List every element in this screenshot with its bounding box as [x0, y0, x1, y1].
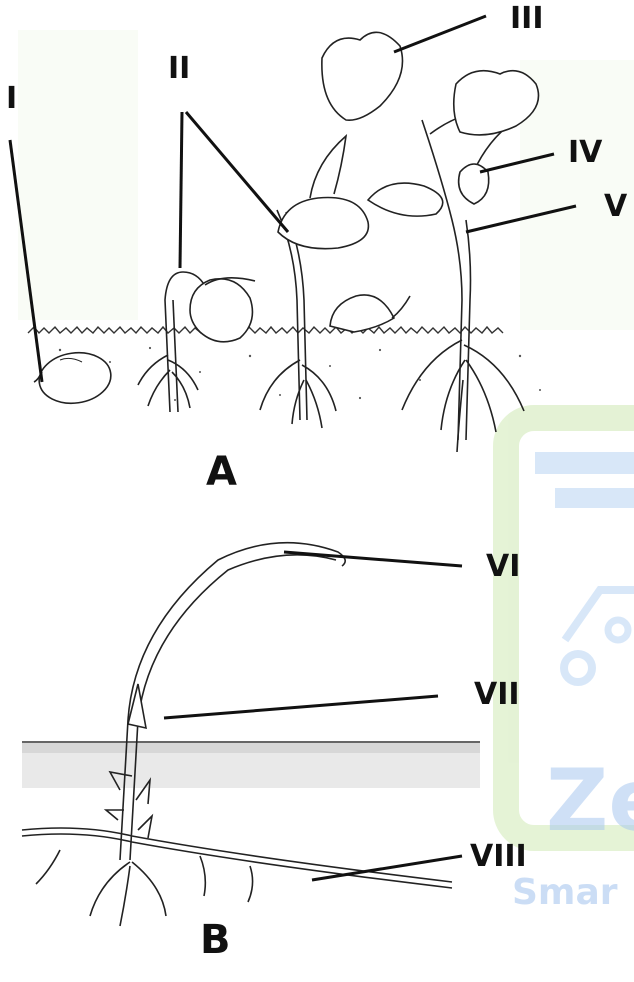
label-iii: III [510, 4, 544, 34]
panel-label-b: B [200, 920, 231, 960]
label-viii: VIII [470, 842, 527, 872]
label-iv: IV [568, 138, 602, 168]
watermark-tint [18, 30, 138, 320]
watermark-tagline: Smar [512, 872, 618, 913]
label-i: I [6, 84, 17, 114]
soil-surface-a [28, 327, 503, 333]
seedling-stage-2 [138, 272, 255, 412]
label-vi: VI [486, 552, 520, 582]
leader-lines-b [164, 552, 462, 880]
soil-surface-b [22, 742, 480, 788]
label-v: V [604, 192, 627, 222]
label-ii: II [168, 54, 190, 84]
label-vii: VII [474, 680, 520, 710]
panel-label-a: A [206, 452, 237, 492]
seedling-stage-3 [260, 136, 410, 428]
watermark-word: Ze [546, 751, 634, 851]
seed-stage-1 [34, 348, 114, 408]
